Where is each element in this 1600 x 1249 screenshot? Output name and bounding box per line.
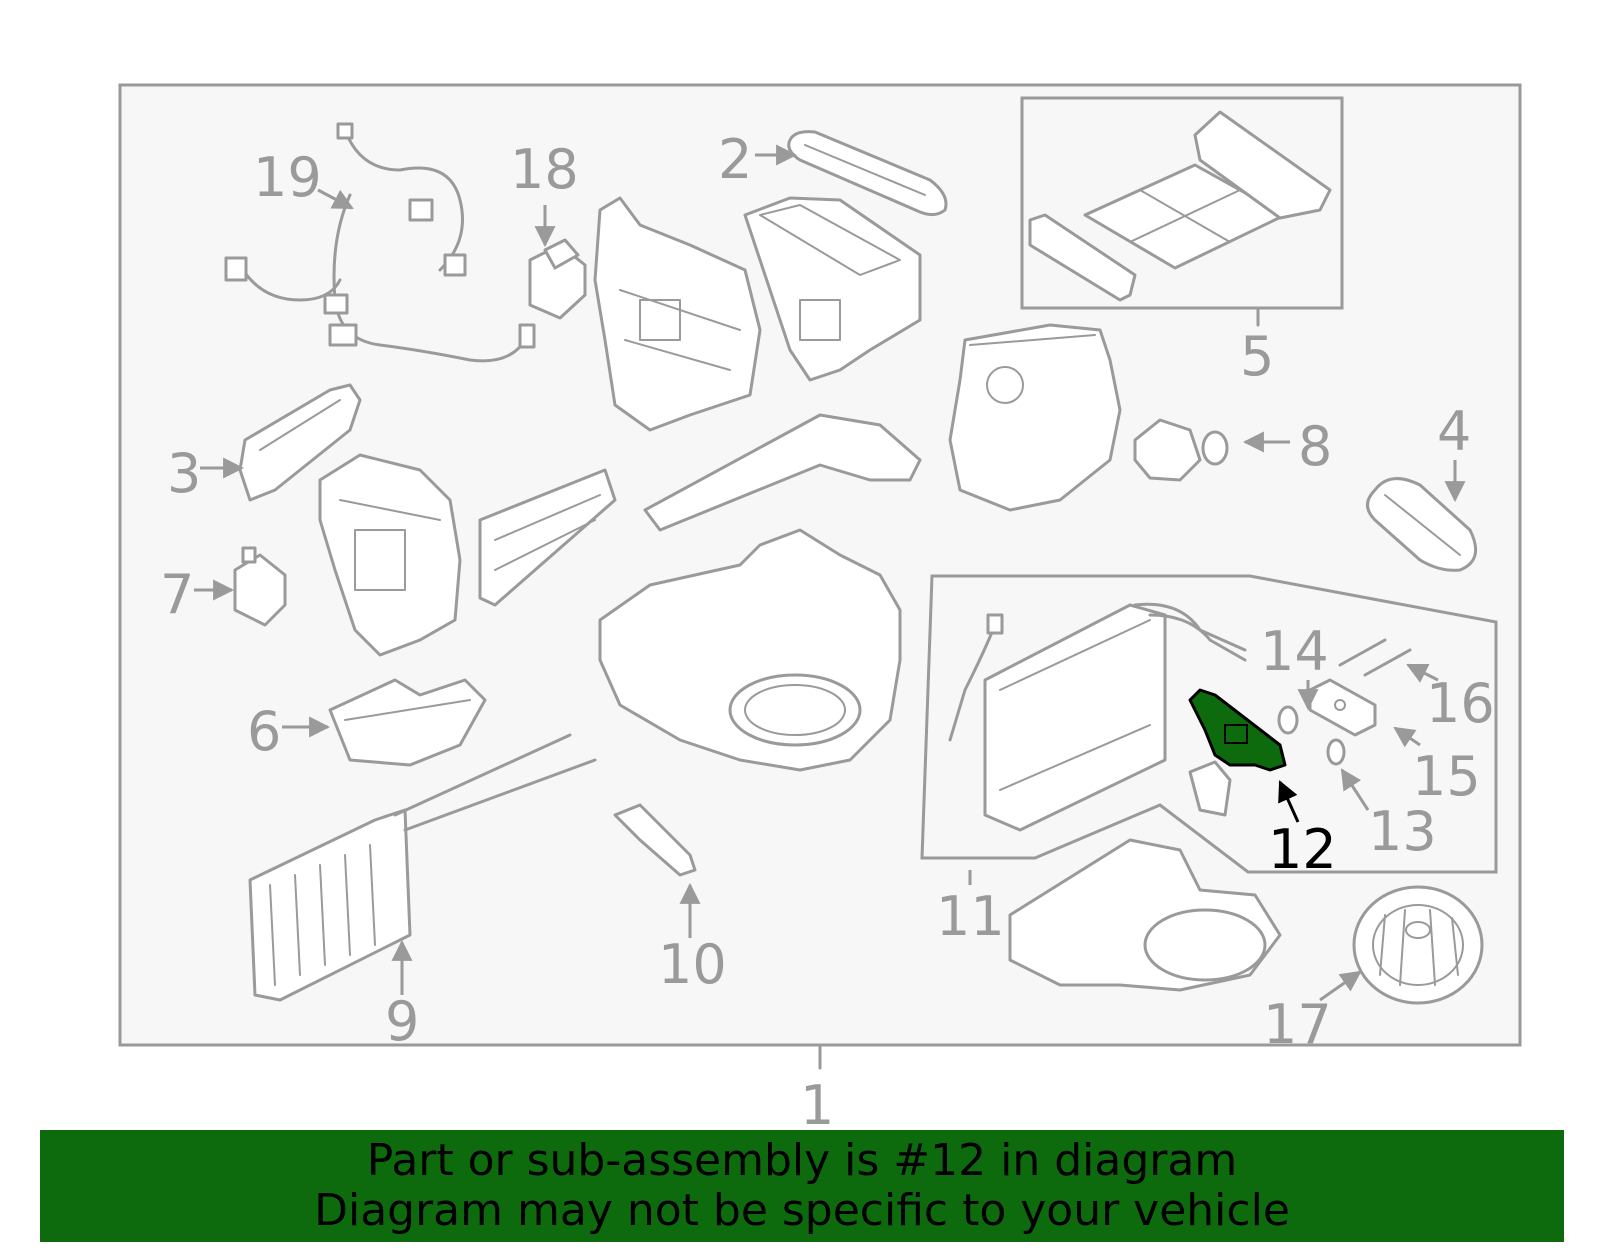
center-right-case: [948, 323, 1122, 512]
left-case: [318, 453, 462, 657]
banner-line-2: Diagram may not be specific to your vehi…: [314, 1185, 1290, 1236]
callout-16: 16: [1426, 672, 1495, 735]
part-19-harness: [224, 122, 536, 363]
info-banner: Part or sub-assembly is #12 in diagram D…: [40, 1130, 1564, 1242]
callout-11: 11: [936, 885, 1005, 948]
part-16-bolts: [1338, 638, 1412, 677]
callout-18: 18: [510, 138, 579, 201]
long-duct: [643, 413, 922, 532]
part-6-bracket: [328, 678, 487, 767]
callout-7: 7: [160, 563, 194, 626]
part-18-actuator: [528, 238, 587, 320]
callout-3: 3: [167, 442, 201, 505]
part-3-duct: [238, 383, 362, 502]
part-17-blower-motor: [1352, 885, 1484, 1005]
callout-9: 9: [385, 990, 419, 1053]
part-9-heater-core: [248, 733, 597, 1002]
door-panel: [478, 468, 617, 607]
callout-15: 15: [1412, 745, 1481, 808]
callout-8: 8: [1298, 415, 1332, 478]
callout-10: 10: [658, 933, 727, 996]
part-14-oring: [1277, 705, 1299, 735]
banner-line-1: Part or sub-assembly is #12 in diagram: [366, 1135, 1238, 1186]
part-11-evaporator: [948, 602, 1247, 832]
callout-1: 1: [800, 1074, 834, 1137]
callout-12-highlighted: 12: [1268, 818, 1337, 881]
part-4-seal: [1366, 477, 1478, 572]
upper-case-right: [743, 196, 922, 382]
part-7-sensor: [233, 546, 287, 627]
part-10-bracket: [613, 803, 697, 877]
upper-case-left: [593, 196, 762, 432]
callout-14: 14: [1260, 620, 1329, 683]
callout-19: 19: [253, 146, 322, 209]
callout-17: 17: [1263, 993, 1332, 1056]
part-12-highlighted: [1188, 688, 1287, 772]
part-5-filter: [1028, 110, 1332, 302]
lower-housing: [598, 528, 902, 772]
callout-6: 6: [247, 700, 281, 763]
callout-4: 4: [1437, 400, 1471, 463]
callout-5: 5: [1240, 325, 1274, 388]
callout-13: 13: [1368, 800, 1437, 863]
blower-housing: [1008, 838, 1282, 992]
callout-2: 2: [718, 128, 752, 191]
part-11-clip: [1188, 760, 1232, 817]
part-8-valve: [1133, 418, 1229, 482]
part-13-oring: [1326, 738, 1346, 766]
